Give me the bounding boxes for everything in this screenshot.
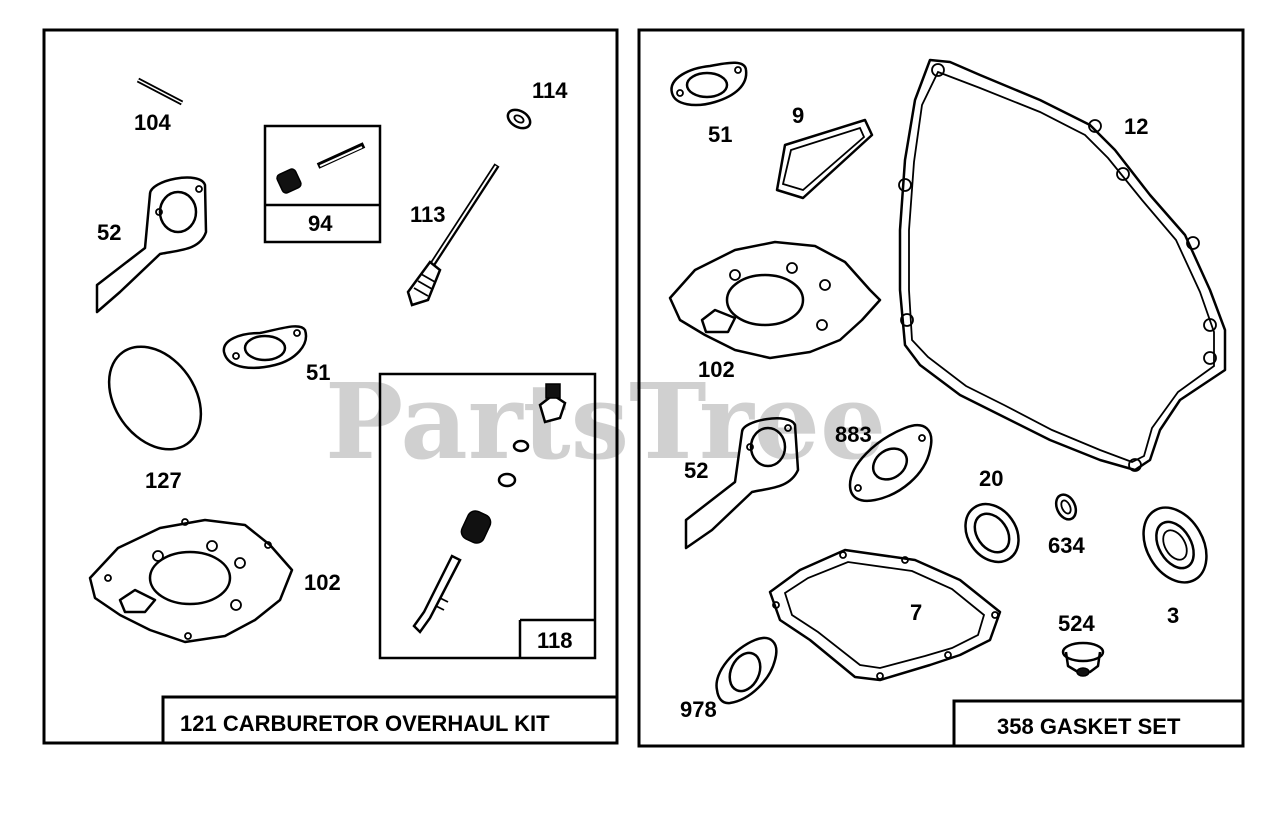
label-20: 20	[979, 466, 1003, 491]
label-127: 127	[145, 468, 182, 493]
label-3: 3	[1167, 603, 1179, 628]
left-title-box	[161, 695, 619, 745]
part-94-kit[interactable]	[263, 124, 382, 244]
part-3-seal[interactable]	[1131, 496, 1219, 593]
label-52: 52	[97, 220, 121, 245]
right-panel-title: 358 GASKET SET	[997, 714, 1181, 739]
part-51-gasket-right[interactable]	[670, 61, 748, 107]
part-524-plug[interactable]	[1061, 641, 1105, 677]
right-title-box	[952, 699, 1245, 748]
part-52-plate-right[interactable]	[684, 417, 800, 550]
right-panel-border	[637, 28, 1245, 748]
label-7: 7	[910, 600, 922, 625]
label-94: 94	[308, 211, 333, 236]
label-883: 883	[835, 422, 872, 447]
label-634: 634	[1048, 533, 1085, 558]
part-634-washer[interactable]	[1052, 491, 1079, 522]
label-102: 102	[304, 570, 341, 595]
part-118-kit[interactable]	[378, 372, 597, 660]
label-12: 12	[1124, 114, 1148, 139]
part-883-gasket[interactable]	[848, 424, 933, 502]
part-102-plate-right[interactable]	[668, 240, 882, 360]
label-52-right: 52	[684, 458, 708, 483]
part-978-gasket[interactable]	[715, 636, 778, 705]
part-102-plate[interactable]	[88, 518, 294, 644]
gasket-set-panel: 358 GASKET SET 51 9 1	[637, 28, 1245, 748]
carburetor-kit-panel: 121 CARBURETOR OVERHAUL KIT 104 94 114	[42, 28, 619, 745]
part-20-seal[interactable]	[955, 494, 1030, 572]
label-978: 978	[680, 697, 717, 722]
part-9-gasket[interactable]	[775, 118, 874, 200]
label-9: 9	[792, 103, 804, 128]
label-51-right: 51	[708, 122, 732, 147]
label-118: 118	[537, 628, 573, 653]
label-114: 114	[532, 78, 568, 103]
part-52-plate[interactable]	[95, 176, 208, 314]
label-102-right: 102	[698, 357, 735, 382]
left-panel-title: 121 CARBURETOR OVERHAUL KIT	[180, 711, 550, 736]
part-114-washer[interactable]	[505, 106, 534, 132]
label-51: 51	[306, 360, 330, 385]
part-7-gasket[interactable]	[768, 548, 1002, 682]
part-12-crankcase-gasket[interactable]	[898, 58, 1227, 472]
part-127-diaphragm[interactable]	[90, 329, 220, 467]
label-524: 524	[1058, 611, 1095, 636]
part-113-needle[interactable]	[406, 163, 500, 307]
watermark: PartsTree	[325, 360, 886, 483]
part-51-gasket[interactable]	[222, 325, 308, 370]
part-104-pin[interactable]	[136, 77, 184, 106]
label-113: 113	[410, 202, 446, 227]
label-104: 104	[134, 110, 171, 135]
